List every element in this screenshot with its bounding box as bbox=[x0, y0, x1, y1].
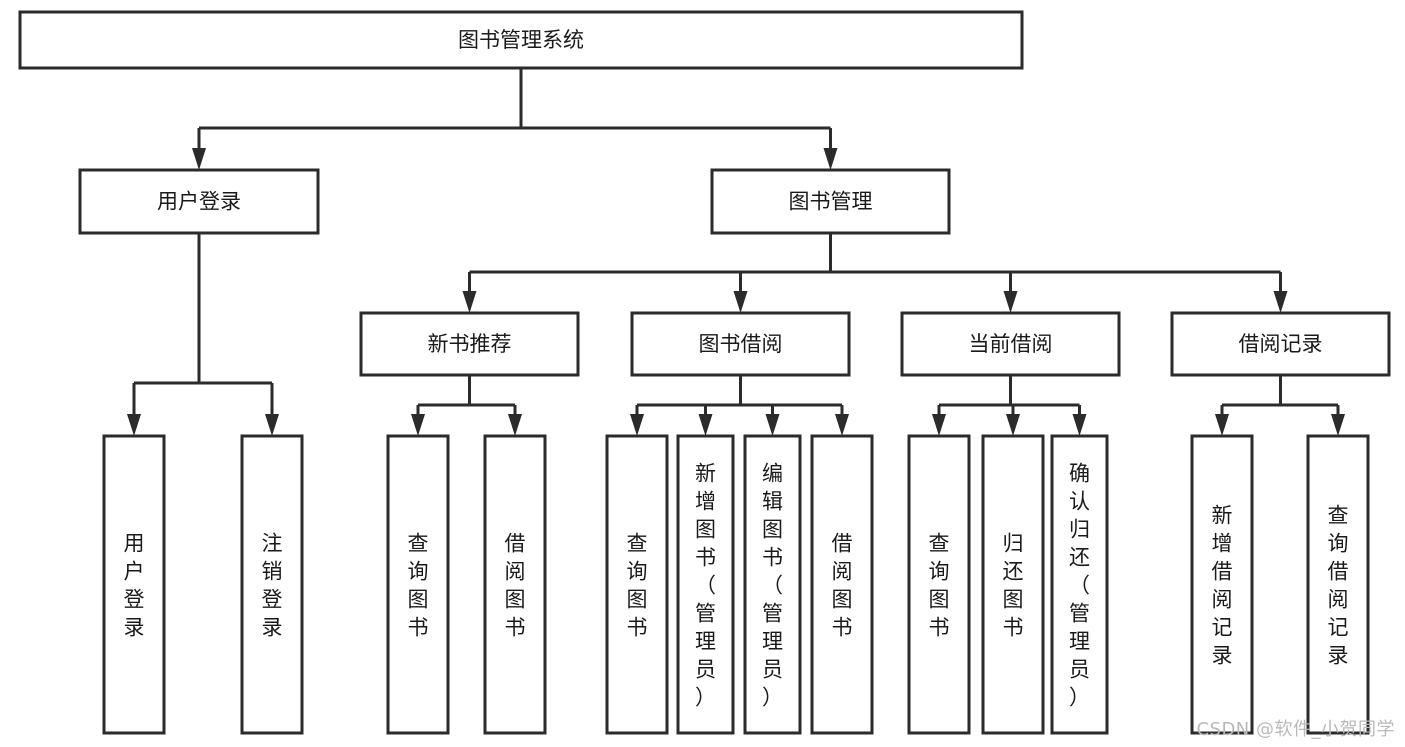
arrow-head-icon bbox=[127, 414, 141, 436]
arrow-head-icon bbox=[1273, 291, 1288, 313]
connector-currentborrow-to-leaves bbox=[932, 375, 1087, 436]
arrow-head-icon bbox=[733, 291, 748, 313]
node-label: 新书推荐 bbox=[428, 332, 512, 356]
arrow-head-icon bbox=[823, 148, 838, 170]
node-label: 借阅图书 bbox=[832, 531, 853, 639]
node-label: 新增借阅记录 bbox=[1212, 503, 1233, 667]
node-label: 新增图书（管理员） bbox=[695, 461, 716, 709]
arrow-head-icon bbox=[765, 414, 780, 436]
node-leaf-add-book[interactable]: 新增图书（管理员） bbox=[676, 434, 735, 735]
connector-newbook-to-leaves bbox=[411, 375, 522, 436]
node-label: 编辑图书（管理员） bbox=[762, 461, 783, 709]
node-layer: 图书管理系统用户登录图书管理新书推荐图书借阅当前借阅借阅记录用户登录注销登录查询… bbox=[18, 10, 1391, 735]
node-box bbox=[359, 311, 580, 377]
node-box bbox=[102, 434, 166, 735]
node-new-book-rec[interactable]: 新书推荐 bbox=[359, 311, 580, 377]
node-label: 注销登录 bbox=[262, 531, 283, 639]
node-book-borrow[interactable]: 图书借阅 bbox=[630, 311, 851, 377]
node-leaf-query-book-3[interactable]: 查询图书 bbox=[907, 434, 971, 735]
arrow-head-icon bbox=[192, 148, 206, 170]
node-leaf-borrow-book-1[interactable]: 借阅图书 bbox=[483, 434, 547, 735]
node-box bbox=[78, 168, 320, 235]
node-box bbox=[386, 434, 450, 735]
node-box bbox=[710, 168, 951, 235]
node-label: 查询借阅记录 bbox=[1328, 503, 1349, 667]
node-label: 确认归还（管理员） bbox=[1069, 461, 1090, 709]
node-box bbox=[907, 434, 971, 735]
node-box bbox=[483, 434, 547, 735]
node-box bbox=[240, 434, 304, 735]
connector-layer bbox=[127, 68, 1345, 436]
node-leaf-borrow-book-2[interactable]: 借阅图书 bbox=[810, 434, 874, 735]
node-box bbox=[1170, 311, 1391, 377]
arrow-head-icon bbox=[932, 414, 946, 436]
arrow-head-icon bbox=[265, 414, 279, 436]
node-box bbox=[981, 434, 1045, 735]
arrow-head-icon bbox=[1215, 414, 1229, 436]
node-leaf-query-book-1[interactable]: 查询图书 bbox=[386, 434, 450, 735]
node-leaf-add-record[interactable]: 新增借阅记录 bbox=[1190, 434, 1254, 735]
node-label: 用户登录 bbox=[157, 190, 241, 214]
node-label: 借阅图书 bbox=[505, 531, 526, 639]
node-box bbox=[18, 10, 1024, 70]
node-label: 借阅记录 bbox=[1239, 332, 1323, 356]
node-leaf-query-record[interactable]: 查询借阅记录 bbox=[1306, 434, 1370, 735]
node-label: 当前借阅 bbox=[969, 332, 1053, 356]
node-label: 用户登录 bbox=[124, 531, 145, 639]
arrow-head-icon bbox=[411, 414, 425, 436]
node-box bbox=[630, 311, 851, 377]
node-label: 图书借阅 bbox=[699, 332, 783, 356]
node-label: 图书管理 bbox=[789, 190, 873, 214]
node-user-login[interactable]: 用户登录 bbox=[78, 168, 320, 235]
node-label: 归还图书 bbox=[1003, 531, 1024, 639]
arrow-head-icon bbox=[1003, 291, 1018, 313]
node-leaf-confirm-return[interactable]: 确认归还（管理员） bbox=[1050, 434, 1109, 735]
connector-bookmanage-to-level3 bbox=[462, 233, 1288, 313]
node-box bbox=[900, 311, 1121, 377]
arrow-head-icon bbox=[508, 414, 522, 436]
arrow-head-icon bbox=[1072, 414, 1087, 436]
arrow-head-icon bbox=[1331, 414, 1345, 436]
connector-root-to-level2 bbox=[192, 68, 838, 170]
node-leaf-query-book-2[interactable]: 查询图书 bbox=[605, 434, 669, 735]
node-leaf-user-login[interactable]: 用户登录 bbox=[102, 434, 166, 735]
node-leaf-return-book[interactable]: 归还图书 bbox=[981, 434, 1045, 735]
node-box bbox=[605, 434, 669, 735]
node-leaf-edit-book[interactable]: 编辑图书（管理员） bbox=[743, 434, 802, 735]
arrow-head-icon bbox=[698, 414, 713, 436]
node-borrow-record[interactable]: 借阅记录 bbox=[1170, 311, 1391, 377]
node-box bbox=[1050, 434, 1109, 735]
node-current-borrow[interactable]: 当前借阅 bbox=[900, 311, 1121, 377]
node-box bbox=[1190, 434, 1254, 735]
connector-userlogin-to-leaves bbox=[127, 233, 279, 436]
node-box bbox=[1306, 434, 1370, 735]
arrow-head-icon bbox=[462, 291, 477, 313]
node-leaf-logout[interactable]: 注销登录 bbox=[240, 434, 304, 735]
arrow-head-icon bbox=[630, 414, 644, 436]
node-label: 查询图书 bbox=[627, 531, 648, 639]
node-label: 查询图书 bbox=[929, 531, 950, 639]
node-label: 图书管理系统 bbox=[458, 28, 584, 52]
node-box bbox=[676, 434, 735, 735]
node-box bbox=[743, 434, 802, 735]
node-book-manage[interactable]: 图书管理 bbox=[710, 168, 951, 235]
arrow-head-icon bbox=[835, 414, 849, 436]
node-label: 查询图书 bbox=[408, 531, 429, 639]
node-box bbox=[810, 434, 874, 735]
arrow-head-icon bbox=[1006, 414, 1020, 436]
node-root[interactable]: 图书管理系统 bbox=[18, 10, 1024, 70]
connector-borrowrecord-to-leaves bbox=[1215, 375, 1345, 436]
connector-bookborrow-to-leaves bbox=[630, 375, 849, 436]
